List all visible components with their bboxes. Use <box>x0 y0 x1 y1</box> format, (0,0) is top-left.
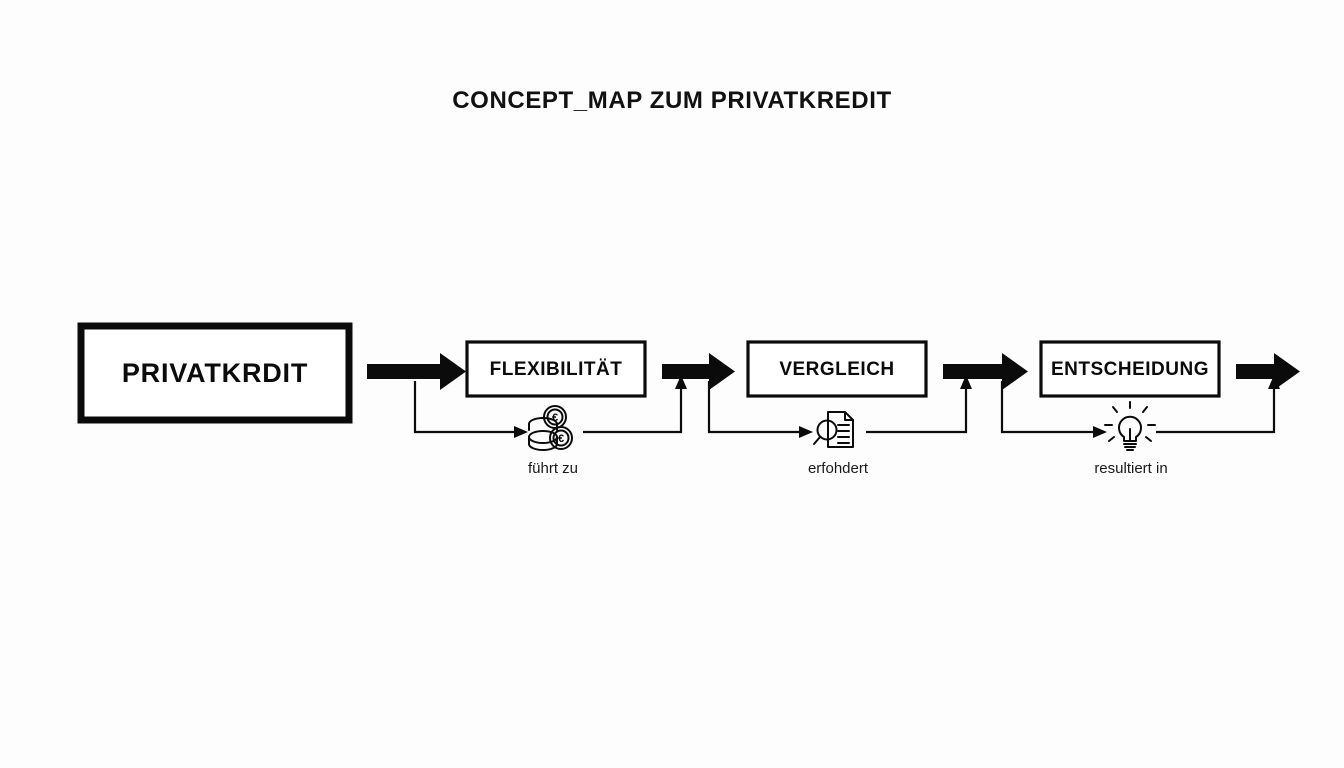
node-flexibilitaet-label: FLEXIBILITÄT <box>490 359 623 380</box>
edge-3-branch <box>1000 375 1280 438</box>
euro-coins-icon: € € <box>528 405 573 451</box>
edge-3-label: resultiert in <box>1094 460 1167 477</box>
page-title: CONCEPT_MAP ZUM PRIVATKREDIT <box>452 87 891 114</box>
edge-2-main-arrow <box>662 353 735 390</box>
flow-continues-arrow <box>1236 353 1300 390</box>
edge-1-main-arrow <box>367 353 466 390</box>
node-flexibilitaet-box <box>465 340 647 398</box>
node-vergleich-label: VERGLEICH <box>779 359 894 380</box>
document-search-icon <box>813 411 854 448</box>
edge-2-label: erfohdert <box>808 460 869 477</box>
lightbulb-idea-icon <box>1104 401 1156 451</box>
node-entscheidung[interactable]: ENTSCHEIDUNG <box>1039 340 1221 398</box>
node-flexibilitaet[interactable]: FLEXIBILITÄT <box>465 340 647 398</box>
edge-3-main-arrow <box>943 353 1028 390</box>
node-privatkredit-box <box>77 322 353 424</box>
node-entscheidung-box <box>1039 340 1221 398</box>
node-entscheidung-label: ENTSCHEIDUNG <box>1051 359 1209 380</box>
edge-1-branch <box>413 375 687 438</box>
edge-2-branch <box>707 375 972 438</box>
node-privatkredit-label: PRIVATKRDIT <box>122 358 308 388</box>
euro-symbol-upper: € <box>552 412 558 424</box>
edge-1-label: führt zu <box>528 460 578 477</box>
node-vergleich[interactable]: VERGLEICH <box>746 340 928 398</box>
node-vergleich-box <box>746 340 928 398</box>
euro-symbol-lower: € <box>558 433 564 445</box>
node-privatkredit[interactable]: PRIVATKRDIT <box>77 322 353 424</box>
